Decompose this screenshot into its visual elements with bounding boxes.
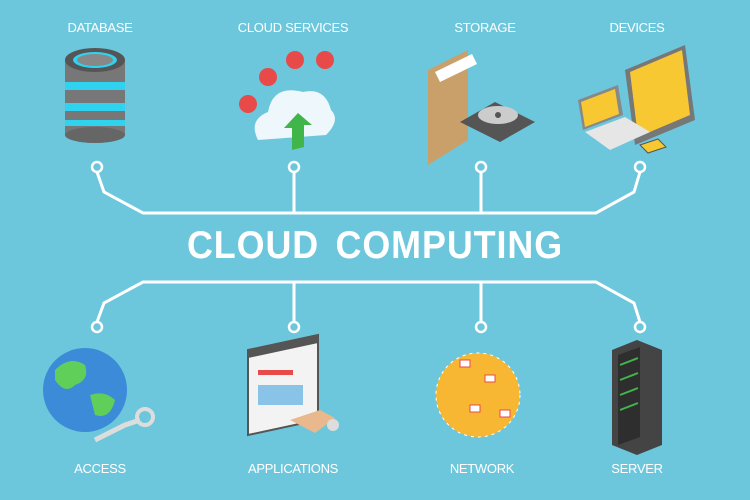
network-globe-icon (435, 352, 521, 438)
diagram-title: CLOUD COMPUTING (186, 224, 564, 267)
globe-key-icon (43, 348, 155, 443)
label-server: SERVER (611, 461, 663, 476)
label-database: DATABASE (67, 20, 133, 35)
label-devices: DEVICES (609, 20, 665, 35)
label-access: ACCESS (74, 461, 126, 476)
label-applications: APPLICATIONS (247, 461, 339, 476)
label-cloud-services: CLOUD SERVICES (237, 20, 349, 35)
database-icon (65, 48, 125, 143)
cloud-services-icon (239, 51, 335, 150)
label-storage: STORAGE (454, 20, 516, 35)
label-network: NETWORK (449, 461, 515, 476)
applications-icon (247, 333, 339, 437)
storage-icon (428, 50, 535, 165)
devices-icon (578, 45, 695, 154)
server-rack-icon (612, 340, 662, 455)
